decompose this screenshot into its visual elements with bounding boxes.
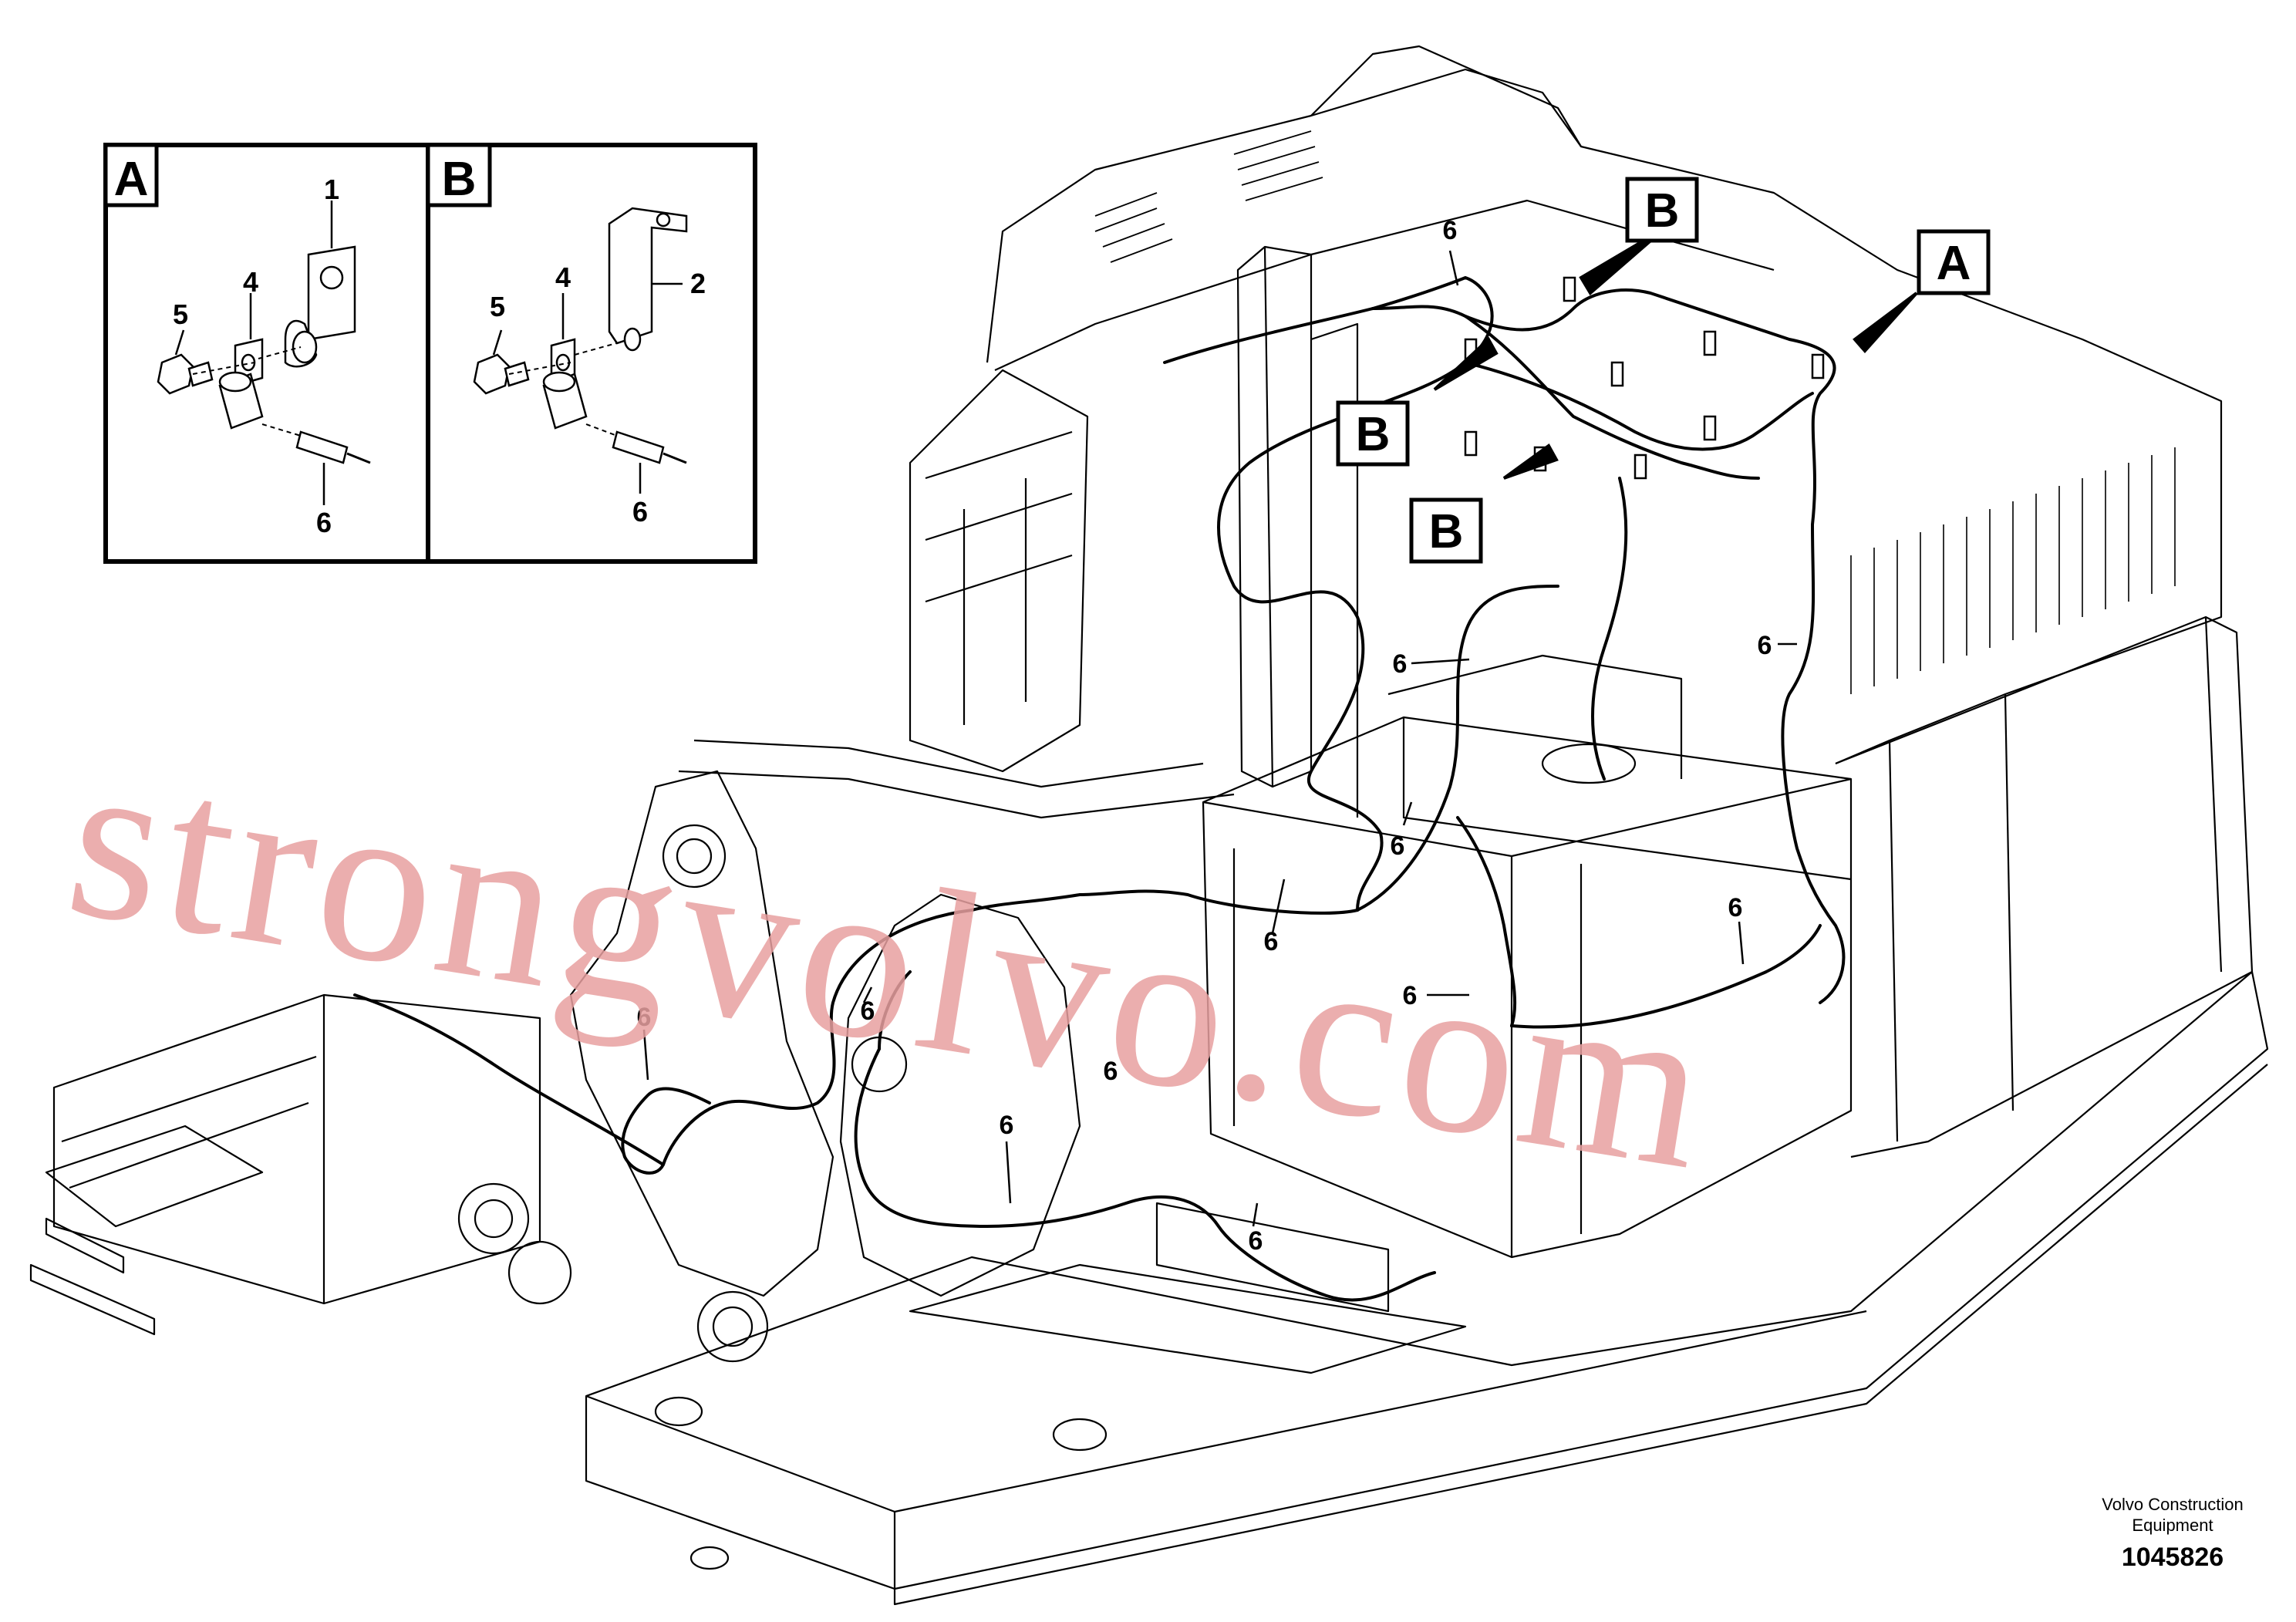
publisher-line-2: Equipment (2132, 1516, 2213, 1535)
tag-b-lower: B (1409, 497, 1483, 564)
tag-leaders (1433, 226, 1918, 480)
callout-6: 6 (316, 507, 332, 538)
callout-6: 6 (1000, 1111, 1014, 1140)
bracket-1-shape (307, 245, 356, 341)
callout-1: 1 (324, 174, 339, 205)
svg-text:A: A (114, 153, 149, 206)
callout-6: 6 (1443, 216, 1458, 245)
publisher-block: Volvo Construction Equipment 1045826 (2102, 1495, 2243, 1572)
callout-5: 5 (490, 291, 505, 322)
callout-leaders (642, 250, 1797, 1227)
svg-text:B: B (1429, 505, 1464, 558)
machine-frame-drawing (29, 45, 2269, 1606)
callout-6: 6 (1393, 649, 1408, 679)
svg-text:B: B (442, 153, 477, 206)
tag-b-left: B (1336, 400, 1410, 467)
bolt-5-shape (157, 353, 194, 395)
svg-text:B: B (1645, 184, 1680, 238)
callout-6: 6 (1264, 927, 1279, 956)
callout-6: 6 (637, 1003, 652, 1032)
publisher-line-1: Volvo Construction (2102, 1495, 2243, 1514)
callout-6: 6 (1249, 1226, 1263, 1256)
svg-text:A: A (1937, 237, 1971, 290)
main-tags: B A B B (1336, 177, 1991, 564)
callout-4: 4 (555, 261, 571, 293)
wiring-harness (353, 275, 1846, 1302)
bracket-2-shape (608, 207, 688, 345)
watermark: strongvolvo.com (54, 706, 1728, 1219)
callout-6: 6 (1104, 1057, 1118, 1086)
callout-6: 6 (1403, 981, 1418, 1010)
callout-6: 6 (632, 496, 648, 528)
callout-6: 6 (1391, 831, 1405, 861)
main-callouts: 6 6 6 6 6 6 6 6 6 6 6 6 (637, 216, 1772, 1256)
callout-5: 5 (173, 298, 188, 330)
callout-6: 6 (861, 996, 875, 1026)
tag-b-upper: B (1625, 177, 1699, 243)
tag-a-main: A (1917, 229, 1991, 295)
callout-2: 2 (690, 268, 706, 299)
svg-text:B: B (1356, 408, 1391, 461)
detail-a: A (103, 143, 371, 538)
callout-4: 4 (243, 266, 258, 298)
detail-b: B (426, 143, 706, 528)
illustration-id: 1045826 (2122, 1543, 2224, 1572)
bolt-5-shape-b (473, 353, 511, 395)
callout-6: 6 (1728, 893, 1743, 922)
callout-6: 6 (1758, 631, 1772, 660)
detail-inset: A (103, 143, 757, 564)
